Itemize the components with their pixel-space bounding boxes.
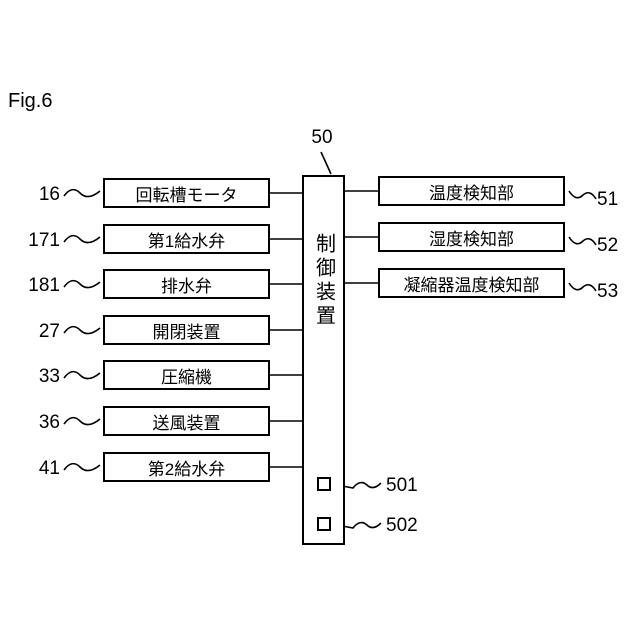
box-label: 圧縮機 xyxy=(161,367,212,387)
box-label: 排水弁 xyxy=(161,276,212,296)
box-label: 回転槽モータ xyxy=(135,185,238,205)
leader-line-50 xyxy=(320,151,332,175)
right-squiggle-leaders xyxy=(568,190,597,292)
ref-label-27: 27 xyxy=(38,321,60,342)
compressor-box: 圧縮機 xyxy=(103,360,270,390)
ref-label-181: 181 xyxy=(28,275,60,296)
box-label: 第2給水弁 xyxy=(147,459,226,479)
left-squiggle-leaders xyxy=(63,188,101,472)
ref-label-50: 50 xyxy=(311,127,333,148)
box-label: 温度検知部 xyxy=(429,183,514,203)
box-label: 送風装置 xyxy=(152,413,221,433)
ref-label-502: 502 xyxy=(386,515,418,536)
ref-label-501: 501 xyxy=(386,475,418,496)
right-connector-lines xyxy=(344,190,378,284)
ref-label-41: 41 xyxy=(38,458,60,479)
drain-valve-box: 排水弁 xyxy=(103,269,270,299)
control-device-label: 制御装置 xyxy=(312,233,335,329)
humidity-detector-box: 湿度検知部 xyxy=(378,222,565,252)
port-square-501 xyxy=(317,477,331,491)
temperature-detector-box: 温度検知部 xyxy=(378,176,565,206)
second-water-supply-valve-box: 第2給水弁 xyxy=(103,452,270,482)
blower-device-box: 送風装置 xyxy=(103,406,270,436)
rotating-tub-motor-box: 回転槽モータ xyxy=(103,178,270,208)
box-label: 開閉装置 xyxy=(152,322,221,342)
box-label: 第1給水弁 xyxy=(147,231,226,251)
ref-label-51: 51 xyxy=(597,189,619,210)
ref-label-33: 33 xyxy=(38,366,60,387)
first-water-supply-valve-box: 第1給水弁 xyxy=(103,224,270,254)
ref-label-53: 53 xyxy=(597,281,619,302)
open-close-device-box: 開閉装置 xyxy=(103,315,270,345)
box-label: 湿度検知部 xyxy=(429,229,514,249)
port-square-502 xyxy=(317,517,331,531)
condenser-temperature-detector-box: 凝縮器温度検知部 xyxy=(378,268,565,298)
ref-label-52: 52 xyxy=(597,235,619,256)
ref-label-16: 16 xyxy=(38,184,60,205)
ref-label-36: 36 xyxy=(38,412,60,433)
box-label: 凝縮器温度検知部 xyxy=(403,275,540,295)
ref-label-171: 171 xyxy=(28,230,60,251)
figure-label: Fig.6 xyxy=(8,90,53,112)
left-connector-lines xyxy=(270,192,302,468)
